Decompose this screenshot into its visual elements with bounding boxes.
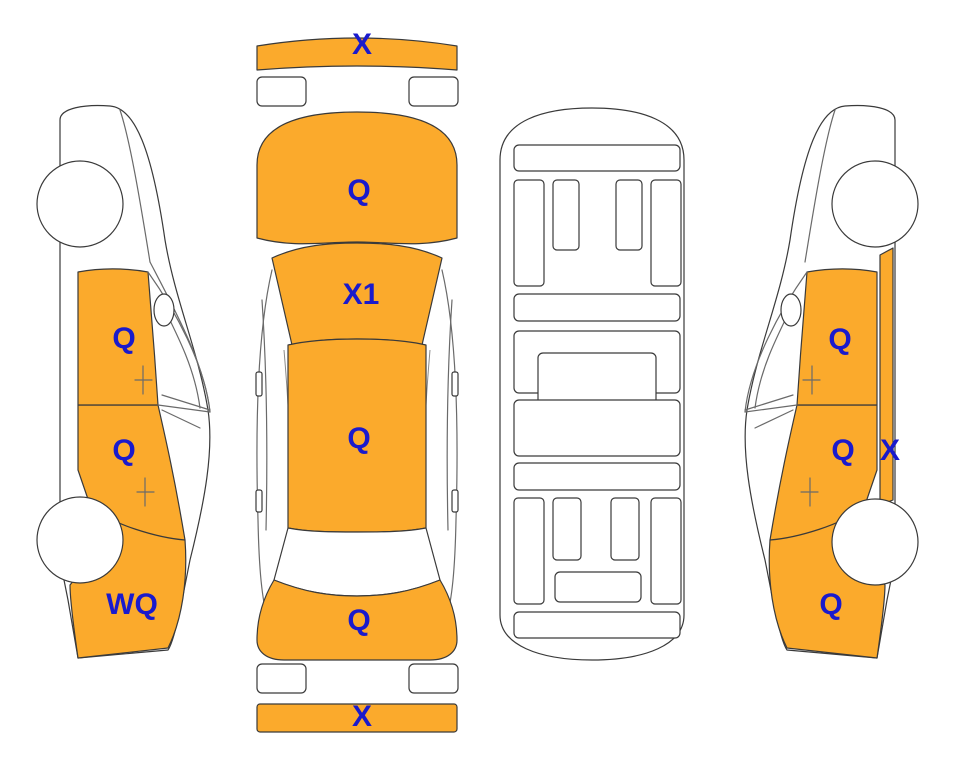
rear-right-light <box>408 663 459 694</box>
top-view-car <box>255 269 459 621</box>
code-roof: Q <box>347 422 370 455</box>
code-left-rear-quarter: WQ <box>106 588 158 621</box>
rear-left-light <box>256 663 307 694</box>
right-rear-wheel <box>831 498 919 586</box>
trunk[interactable] <box>256 579 458 661</box>
code-windshield: X1 <box>343 278 380 311</box>
front-right-light <box>408 76 459 107</box>
code-rear-bumper: X <box>352 700 372 733</box>
right-pillar[interactable] <box>879 247 894 506</box>
code-left-rear-door: Q <box>112 434 135 467</box>
code-left-front-door: Q <box>112 322 135 355</box>
right-front-wheel <box>831 160 919 248</box>
code-front-bumper: X <box>352 28 372 61</box>
front-left-light <box>256 76 307 107</box>
front-bumper[interactable] <box>256 37 458 71</box>
hood[interactable] <box>256 111 458 245</box>
right-front-door[interactable] <box>796 268 878 406</box>
code-trunk: Q <box>347 604 370 637</box>
code-right-rear-door: Q <box>831 434 854 467</box>
rear-bumper[interactable] <box>256 703 458 733</box>
underbody-view <box>499 107 685 661</box>
code-right-pillar: X <box>880 434 900 467</box>
rear-window <box>273 527 441 597</box>
code-right-rear-quarter: Q <box>819 588 842 621</box>
right-door-details <box>744 271 821 507</box>
left-front-wheel <box>36 160 124 248</box>
code-right-front-door: Q <box>828 323 851 356</box>
left-front-door[interactable] <box>77 268 159 406</box>
left-door-details <box>134 271 211 507</box>
left-rear-wheel <box>36 496 124 584</box>
code-hood: Q <box>347 174 370 207</box>
